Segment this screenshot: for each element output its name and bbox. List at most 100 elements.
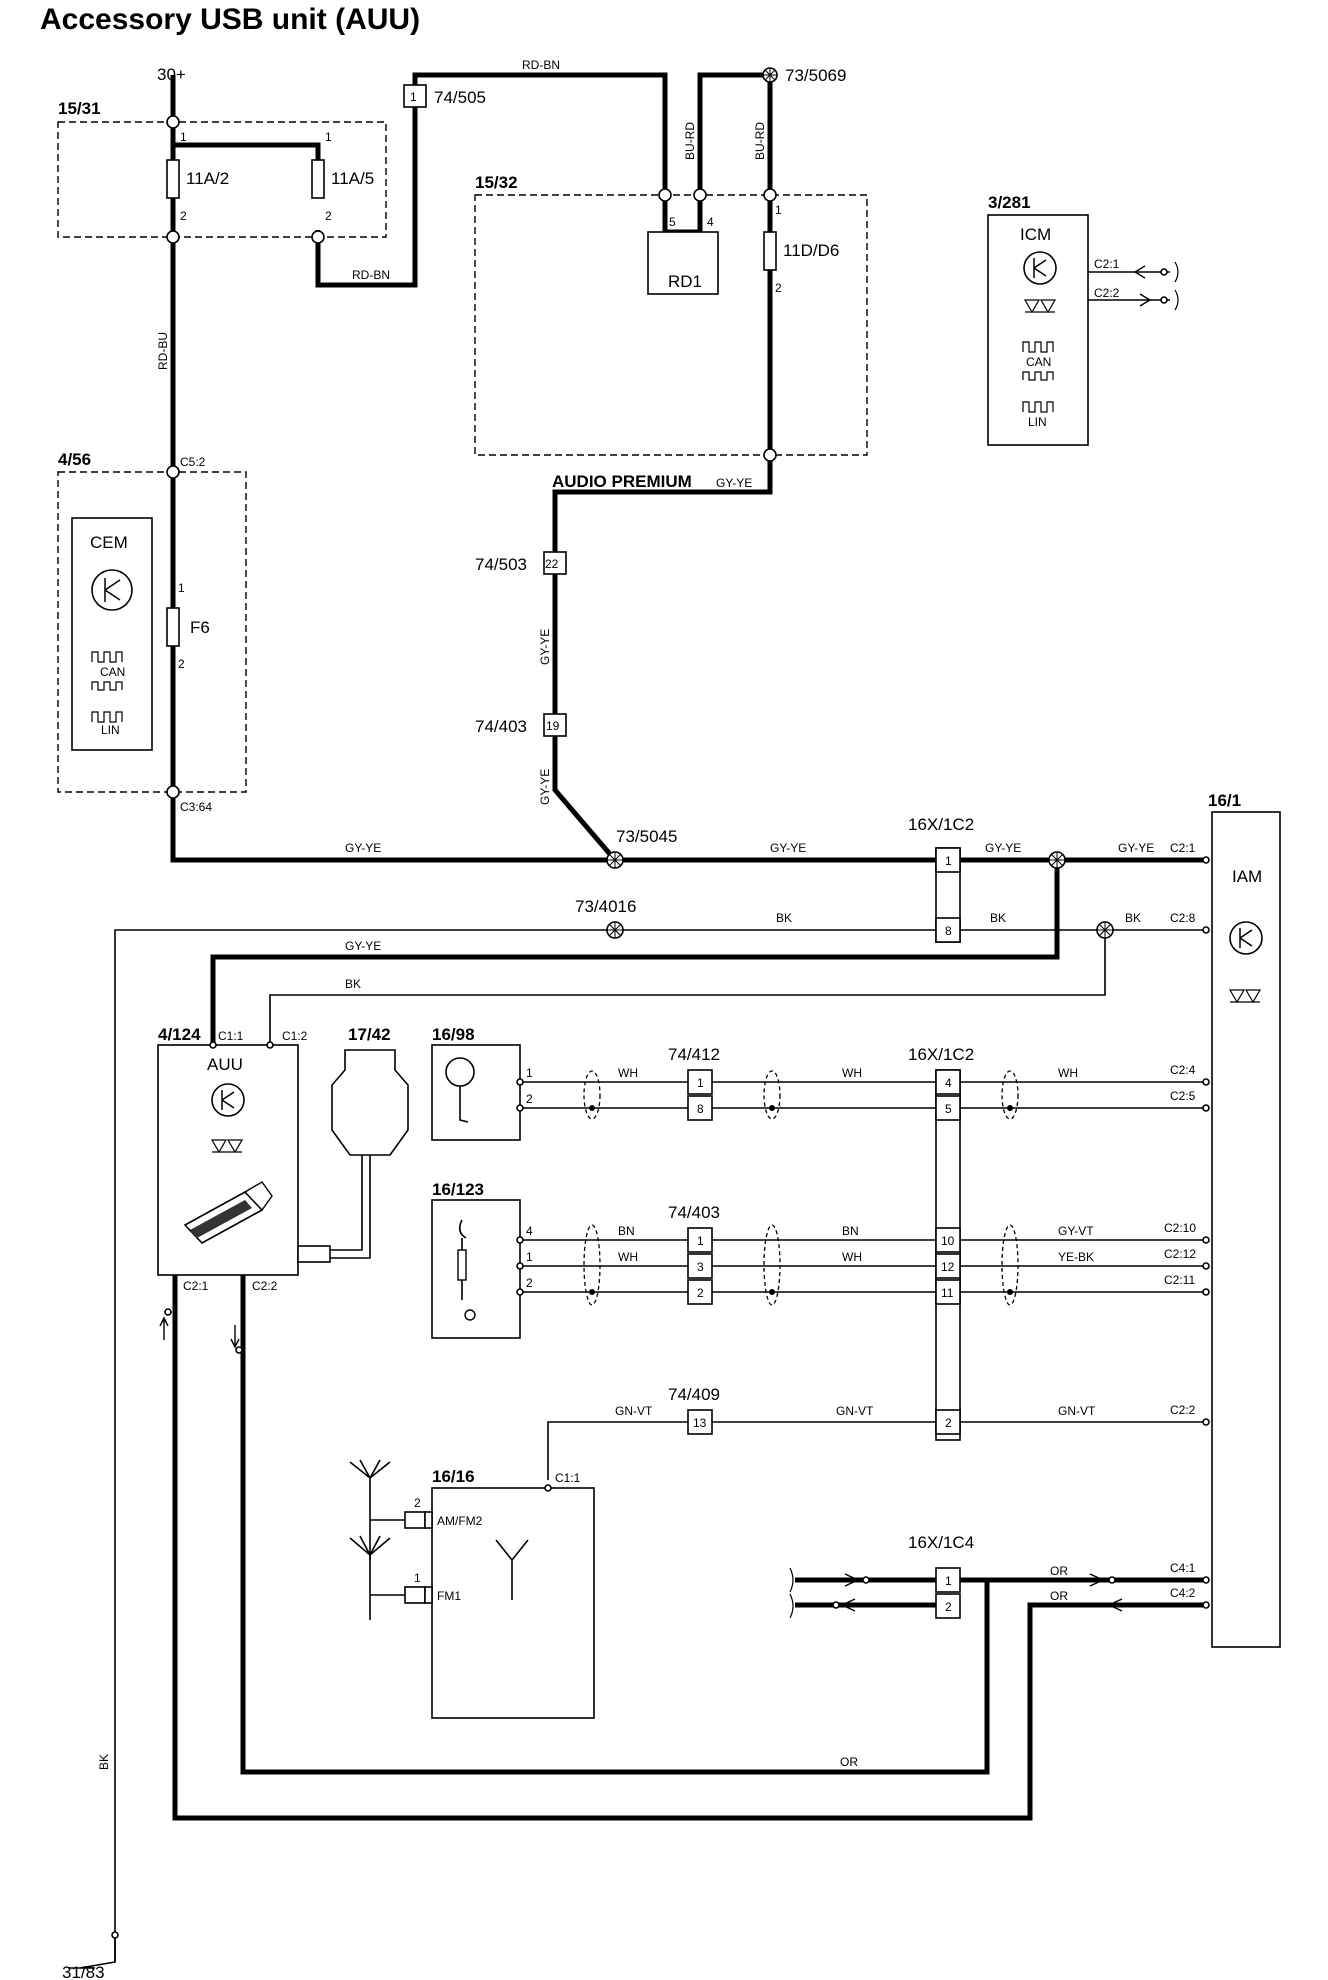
connector-74-503: 22 74/503 xyxy=(475,551,567,575)
splice-73-5069: 73/5069 xyxy=(762,66,846,85)
svg-text:C4:2: C4:2 xyxy=(1170,1586,1196,1600)
svg-text:LIN: LIN xyxy=(1028,415,1047,429)
wire-label-rd-bu: RD-BU xyxy=(156,332,170,370)
svg-text:12: 12 xyxy=(941,1260,955,1274)
shield-drain-dots xyxy=(589,1105,1013,1295)
svg-text:73/5069: 73/5069 xyxy=(785,66,846,85)
svg-text:IAM: IAM xyxy=(1232,867,1262,886)
microphone-16-98: 16/98 1 2 xyxy=(431,1025,533,1141)
svg-text:AM/FM2: AM/FM2 xyxy=(437,1514,483,1528)
wire-label-gy-ye-v1: GY-YE xyxy=(538,629,552,665)
signal-wires xyxy=(114,929,1205,1962)
antenna-module-16-16: 16/16 C1:1 AM/FM2 FM1 2 1 xyxy=(349,1459,595,1719)
wire-label-ye-bk: YE-BK xyxy=(1058,1250,1094,1264)
svg-text:AUU: AUU xyxy=(207,1055,243,1074)
svg-text:16/1: 16/1 xyxy=(1208,791,1241,810)
wire-label-or-2: OR xyxy=(1050,1589,1068,1603)
svg-text:C5:2: C5:2 xyxy=(180,455,206,469)
svg-text:2: 2 xyxy=(526,1092,533,1106)
wire-label-bk-vertical: BK xyxy=(97,1754,111,1770)
svg-text:8: 8 xyxy=(697,1102,704,1116)
fusebox-15-32: 15/32 RD1 5 4 11D/D6 1 2 xyxy=(474,173,868,462)
connector-16x-1c2-top: 16X/1C2 1 8 xyxy=(908,815,974,943)
power-wires xyxy=(170,72,1205,1821)
wire-label-gn-vt-3: GN-VT xyxy=(1058,1404,1096,1418)
diode-icon xyxy=(210,1139,244,1154)
svg-text:15/32: 15/32 xyxy=(475,173,518,192)
svg-text:73/4016: 73/4016 xyxy=(575,897,636,916)
svg-text:11A/5: 11A/5 xyxy=(331,169,374,188)
svg-text:2: 2 xyxy=(697,1286,704,1300)
wire-label-wh-5: WH xyxy=(842,1250,862,1264)
svg-text:C2:12: C2:12 xyxy=(1164,1247,1196,1261)
svg-text:74/505: 74/505 xyxy=(434,88,486,107)
svg-text:C2:1: C2:1 xyxy=(183,1279,209,1293)
transistor-icon xyxy=(1229,921,1263,955)
svg-text:3/281: 3/281 xyxy=(988,193,1031,212)
svg-text:2: 2 xyxy=(775,281,782,295)
connector-16x-1c2-mid: 16X/1C2 4 5 10 12 11 2 xyxy=(908,1045,974,1441)
wire-label-gy-ye-h4: GY-YE xyxy=(1118,841,1154,855)
svg-text:3: 3 xyxy=(697,1260,704,1274)
connector-74-409: 74/409 13 xyxy=(668,1385,720,1435)
svg-text:16X/1C2: 16X/1C2 xyxy=(908,815,974,834)
fuse-11a5 xyxy=(311,159,325,199)
svg-text:74/412: 74/412 xyxy=(668,1045,720,1064)
aux-input-16-123: 16/123 4 1 2 xyxy=(431,1180,533,1339)
svg-text:C2:11: C2:11 xyxy=(1164,1273,1195,1287)
wire-label-bk-1: BK xyxy=(776,911,792,925)
cem-module: 4/56 CEM CAN LIN F6 1 2 C5:2 C3:64 xyxy=(57,450,247,814)
svg-text:74/403: 74/403 xyxy=(668,1203,720,1222)
svg-text:C2:4: C2:4 xyxy=(1170,1063,1196,1077)
connector-74-403-b: 74/403 1 3 2 xyxy=(668,1203,720,1305)
wire-label-gn-vt-1: GN-VT xyxy=(615,1404,653,1418)
fusebox-15-31: 15/31 11A/2 11A/5 1 1 2 2 xyxy=(57,99,387,244)
svg-text:C1:1: C1:1 xyxy=(218,1029,244,1043)
supply-30-label: 30+ xyxy=(157,65,186,84)
wire-label-rd-bn-low: RD-BN xyxy=(352,268,390,282)
svg-text:1: 1 xyxy=(414,1571,421,1585)
svg-text:C2:2: C2:2 xyxy=(1170,1403,1196,1417)
transistor-icon xyxy=(1023,251,1057,285)
wire-label-bn-1: BN xyxy=(618,1224,635,1238)
svg-text:16/98: 16/98 xyxy=(432,1025,475,1044)
wire-label-gy-ye-h2: GY-YE xyxy=(770,841,806,855)
diode-icon xyxy=(1228,989,1262,1004)
wire-label-gy-ye-h5: GY-YE xyxy=(345,939,381,953)
wire-label-wh-1: WH xyxy=(618,1066,638,1080)
wire-label-bk-4: BK xyxy=(345,977,361,991)
svg-text:CAN: CAN xyxy=(1026,355,1051,369)
wire-label-gy-ye-v2: GY-YE xyxy=(538,769,552,805)
auu-module: 4/124 AUU C1:1 C1:2 C2:1 C2:2 xyxy=(157,1025,331,1354)
svg-text:16/123: 16/123 xyxy=(432,1180,484,1199)
wire-label-bu-rd-a: BU-RD xyxy=(683,122,697,160)
svg-text:2: 2 xyxy=(526,1276,533,1290)
svg-text:22: 22 xyxy=(545,557,559,571)
svg-text:1: 1 xyxy=(697,1234,704,1248)
fuse-f6 xyxy=(166,607,180,647)
svg-text:2: 2 xyxy=(180,209,187,223)
svg-text:C2:5: C2:5 xyxy=(1170,1089,1196,1103)
wire-label-or-3: OR xyxy=(840,1755,858,1769)
wire-label-bn-2: BN xyxy=(842,1224,859,1238)
svg-text:C4:1: C4:1 xyxy=(1170,1561,1196,1575)
svg-text:C2:8: C2:8 xyxy=(1170,911,1196,925)
shield-twists xyxy=(583,1070,1019,1306)
can-signal-icon xyxy=(1022,341,1054,353)
usb-stick-icon xyxy=(183,1181,273,1244)
svg-text:ICM: ICM xyxy=(1020,225,1051,244)
svg-text:4/56: 4/56 xyxy=(58,450,91,469)
svg-text:C2:2: C2:2 xyxy=(1094,286,1120,300)
svg-text:LIN: LIN xyxy=(101,723,120,737)
svg-text:74/403: 74/403 xyxy=(475,717,527,736)
svg-text:CEM: CEM xyxy=(90,533,128,552)
svg-text:16/16: 16/16 xyxy=(432,1467,475,1486)
wire-label-gy-vt: GY-VT xyxy=(1058,1224,1094,1238)
wire-label-gy-ye-h3: GY-YE xyxy=(985,841,1021,855)
wire-label-rd-bn-top: RD-BN xyxy=(522,58,560,72)
antenna-icon xyxy=(349,1535,391,1595)
svg-text:F6: F6 xyxy=(190,618,210,637)
wire-label-bk-3: BK xyxy=(1125,911,1141,925)
svg-text:19: 19 xyxy=(546,719,560,733)
